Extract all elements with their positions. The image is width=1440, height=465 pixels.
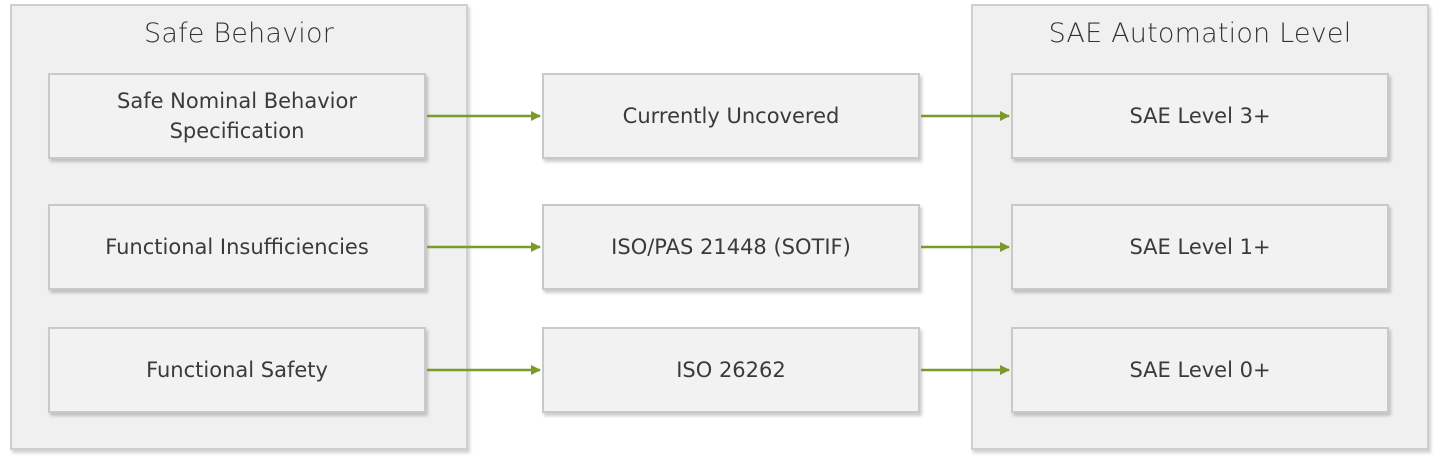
iso-pas-21448-box: ISO/PAS 21448 (SOTIF) bbox=[542, 204, 920, 290]
sae-automation-level-title: SAE Automation Level bbox=[1048, 18, 1352, 49]
currently-uncovered-label: Currently Uncovered bbox=[622, 104, 840, 128]
functional-safety-label: Functional Safety bbox=[146, 358, 328, 382]
safe-behavior-title: Safe Behavior bbox=[143, 18, 335, 49]
sae-level-0-label: SAE Level 0+ bbox=[1129, 358, 1271, 382]
sae-level-0-box: SAE Level 0+ bbox=[1011, 327, 1389, 413]
sae-level-1-box: SAE Level 1+ bbox=[1011, 204, 1389, 290]
safe-nominal-behavior-label: Safe Nominal Behavior Specification bbox=[117, 89, 357, 143]
iso-pas-21448-label: ISO/PAS 21448 (SOTIF) bbox=[611, 235, 851, 259]
safe-nominal-behavior-box: Safe Nominal Behavior Specification bbox=[48, 73, 426, 159]
sae-level-3-box: SAE Level 3+ bbox=[1011, 73, 1389, 159]
iso-26262-box: ISO 26262 bbox=[542, 327, 920, 413]
functional-safety-box: Functional Safety bbox=[48, 327, 426, 413]
sae-level-1-label: SAE Level 1+ bbox=[1129, 235, 1271, 259]
functional-insufficiencies-box: Functional Insufficiencies bbox=[48, 204, 426, 290]
functional-insufficiencies-label: Functional Insufficiencies bbox=[105, 235, 369, 259]
iso-26262-label: ISO 26262 bbox=[676, 358, 786, 382]
sae-level-3-label: SAE Level 3+ bbox=[1129, 104, 1271, 128]
currently-uncovered-box: Currently Uncovered bbox=[542, 73, 920, 159]
